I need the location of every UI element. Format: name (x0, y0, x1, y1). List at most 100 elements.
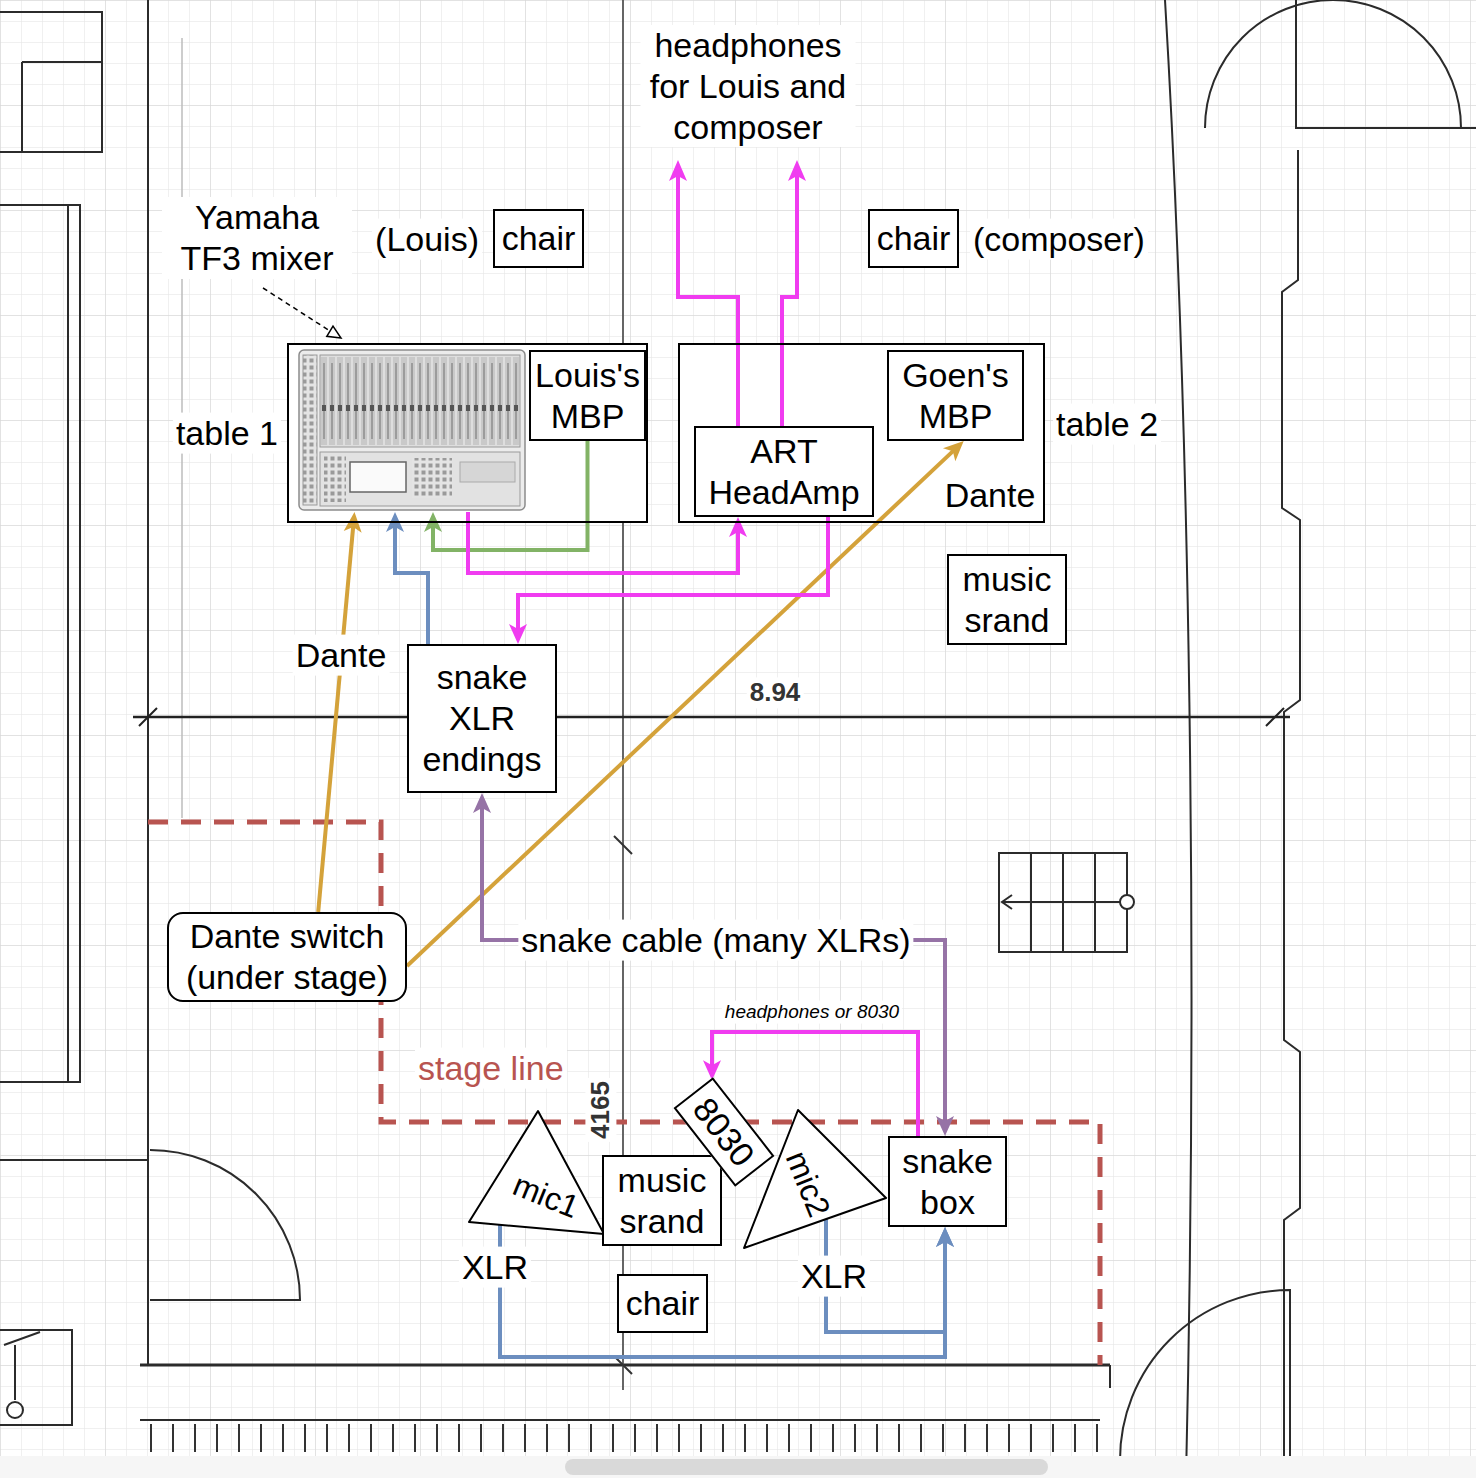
label-anchor: headphones for Louis and composer (641, 25, 856, 147)
person-label: (Louis) (372, 219, 482, 260)
node-label: music srand (608, 1160, 716, 1242)
scrollbar-thumb (565, 1459, 1048, 1475)
mixer-illustration (299, 350, 525, 510)
mixer-knobs (412, 458, 452, 498)
floor-plan-line (67, 205, 69, 1082)
floor-plan-line (1282, 150, 1300, 1478)
label-anchor: stage line (415, 1048, 567, 1089)
mixer-device: Yamaha TF3 mixer (297, 348, 527, 512)
mixer-knobs (324, 456, 346, 502)
mixer-faders (320, 355, 520, 447)
node-label: Dante switch (under stage) (173, 916, 401, 998)
signal-wire (518, 517, 828, 634)
headphone-wire (782, 176, 797, 426)
label-anchor: (Louis) (372, 219, 482, 260)
mic-shape (744, 1110, 886, 1248)
label-anchor: table 1 (173, 413, 281, 454)
node-label: Yamaha TF3 mixer (162, 197, 352, 279)
leader-line (263, 288, 330, 331)
headphone-amp-box: ART HeadAmp (694, 426, 874, 517)
edge-label: snake cable (many XLRs) (518, 920, 913, 961)
label-anchor: Yamaha TF3 mixer (162, 197, 352, 279)
chair-box: chair (493, 209, 584, 268)
label-anchor: XLR (798, 1256, 870, 1297)
stairs-symbol (1002, 853, 1120, 952)
table-top (678, 343, 1045, 523)
node-label: snake box (894, 1141, 1001, 1223)
note-label: headphones for Louis and composer (641, 25, 856, 147)
signal-wire (500, 1225, 945, 1357)
node-label: music srand (953, 559, 1061, 641)
floor-plan-mark (7, 1402, 23, 1418)
node-label: table 2 (1053, 404, 1161, 445)
mixer-buttons (460, 462, 515, 482)
node-label: table 1 (173, 413, 281, 454)
mixer-knobs (303, 355, 317, 505)
stairs-symbol (999, 853, 1127, 952)
label-anchor: (composer) (970, 219, 1148, 260)
dante-switch-box: Dante switch (under stage) (167, 912, 407, 1002)
signal-wire (395, 522, 428, 644)
floor-plan-line (140, 1419, 1100, 1421)
edge-label: XLR (459, 1247, 531, 1288)
mic-shape (469, 1111, 604, 1234)
stage-line-label: stage line (415, 1048, 567, 1089)
node-label: ART HeadAmp (700, 431, 868, 513)
edge-label: Dante (942, 475, 1039, 516)
stairs-symbol (1120, 895, 1134, 909)
arrowhead (669, 160, 687, 181)
door-arc (1120, 1290, 1290, 1460)
label-anchor: snake cable (many XLRs) (518, 920, 913, 961)
floor-plan-line (1109, 1365, 1111, 1388)
floor-plan-line (1296, 0, 1476, 128)
node-label: chair (626, 1283, 700, 1324)
edge-label: XLR (798, 1256, 870, 1297)
chair-box: chair (868, 209, 959, 268)
dimension-label: 4165 (585, 1078, 616, 1142)
table-top (287, 343, 648, 523)
node-label: Louis's MBP (535, 355, 640, 437)
snake-endings-box: snake XLR endings (407, 644, 557, 793)
signal-wire (433, 441, 588, 550)
floor-plan-line (0, 1330, 72, 1425)
arrowhead (788, 160, 806, 181)
signal-wire (407, 448, 956, 966)
node-label: snake XLR endings (413, 657, 551, 779)
node-label: chair (502, 218, 576, 259)
music-stand-box: music srand (947, 554, 1067, 645)
floor-plan-line (22, 62, 102, 152)
signal-wire (318, 522, 353, 912)
node-label: chair (877, 218, 951, 259)
music-stand-box: music srand (602, 1155, 722, 1246)
label-anchor: 8.94 (747, 677, 804, 708)
table-outline: table 1Yamaha TF3 mixerLouis's MBP (287, 343, 648, 523)
label-anchor: XLR (459, 1247, 531, 1288)
floor-plan-line (0, 12, 102, 152)
mixer-panel (320, 452, 520, 506)
laptop-box: Goen's MBP (887, 350, 1024, 441)
edge-label: Dante (293, 635, 390, 676)
railing (150, 1424, 1100, 1452)
dimension-label: 8.94 (747, 677, 804, 708)
label-anchor: Dante (942, 475, 1039, 516)
dimension-lines (133, 0, 1290, 1390)
scrollbar-track (0, 1456, 1476, 1478)
headphone-leaders (669, 160, 806, 426)
door-arc (1205, 0, 1461, 128)
edge-label: headphones or 8030 (722, 1001, 902, 1024)
floor-plan-line (0, 1159, 148, 1161)
label-anchor: 4165 (585, 1078, 616, 1142)
dimension-tick (139, 708, 1284, 726)
chair-box: chair (617, 1274, 708, 1333)
snake-box: snake box (888, 1136, 1007, 1227)
door-arc (150, 1150, 300, 1300)
floor-plan-line (0, 205, 80, 1082)
mixer-body (299, 350, 525, 510)
leader-arrowhead (327, 326, 341, 338)
